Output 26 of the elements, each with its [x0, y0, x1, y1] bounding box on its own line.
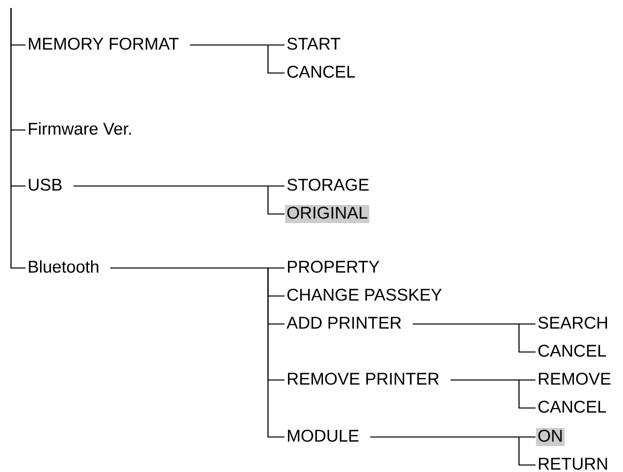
highlighted-menu-item: ON [536, 428, 565, 446]
menu-item: ADD PRINTER [286, 316, 401, 329]
menu-item: Firmware Ver. [28, 122, 131, 135]
menu-item: REMOVE PRINTER [288, 372, 439, 385]
tree-connector [412, 323, 536, 353]
menu-item: STORAGE [287, 178, 369, 191]
menu-item: MEMORY FORMAT [28, 38, 179, 50]
menu-item: RETURN [538, 458, 607, 470]
tree-connector [74, 185, 284, 215]
menu-item: START [287, 38, 340, 50]
menu-item: SEARCH [538, 316, 607, 329]
tree-connector [370, 436, 536, 466]
menu-item: CHANGE PASSKEY [287, 288, 442, 301]
tree-connector [10, 8, 26, 269]
menu-item: CANCEL [538, 344, 606, 357]
tree-connector [450, 379, 536, 409]
menu-item: Bluetooth [28, 260, 98, 273]
highlighted-menu-item: ORIGINAL [285, 205, 370, 223]
menu-item: USB [28, 178, 62, 191]
tree-connector [190, 44, 284, 74]
menu-item: CANCEL [538, 400, 606, 413]
menu-item: REMOVE [538, 372, 610, 385]
menu-item: PROPERTY [288, 260, 380, 273]
menu-item: MODULE [288, 430, 359, 442]
tree-connector [110, 267, 284, 438]
menu-item: CANCEL [287, 66, 355, 78]
